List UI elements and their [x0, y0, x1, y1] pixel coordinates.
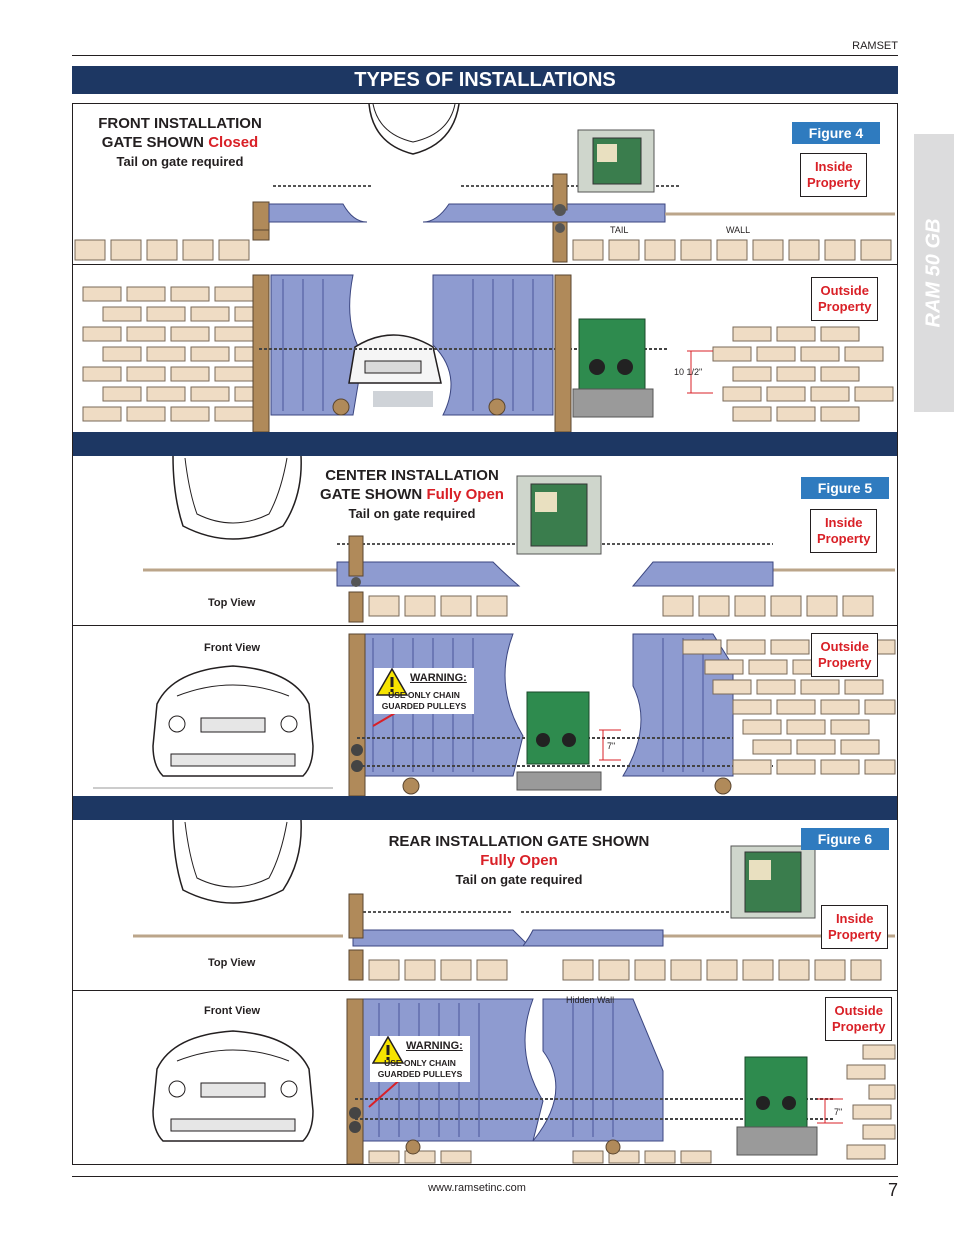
figure6-inside-line2: Property: [828, 927, 882, 942]
figure6-hidden-wall-label: Hidden Wall: [566, 995, 615, 1005]
figure4-caption-line2: GATE SHOWN Closed: [80, 133, 280, 152]
figure4-caption-prefix: GATE SHOWN: [101, 134, 205, 151]
figure5-measure: 7": [607, 741, 616, 751]
figure6-caption-sub: Tail on gate required: [455, 872, 583, 887]
footer-rule: [72, 1176, 898, 1177]
figure5-inside-line1: Inside: [824, 515, 863, 530]
figure5-caption-sub: Tail on gate required: [348, 506, 476, 521]
figure4-top-view-illustration: [74, 104, 895, 263]
figure5-caption-prefix: GATE SHOWN: [320, 486, 423, 503]
header-rule: [72, 55, 898, 56]
figure5-caption-line1: CENTER INSTALLATION: [325, 467, 499, 484]
figure4-caption: FRONT INSTALLATION GATE SHOWN Closed Tai…: [80, 114, 280, 171]
figure5-outside-property: Outside Property: [811, 633, 879, 677]
section-band-1: [73, 432, 897, 456]
figure4-caption-sub: Tail on gate required: [116, 154, 244, 169]
figure4-measure: 10 1/2": [674, 367, 703, 377]
figure4-outside-line1: Outside: [820, 283, 869, 298]
figure5-top-view-label: Top View: [208, 597, 256, 609]
figure4-caption-line1: FRONT INSTALLATION: [98, 115, 262, 132]
figure6-label: Figure 6: [801, 828, 889, 850]
figure5-warning-title: WARNING:: [410, 672, 467, 684]
figure5-outside-line1: Outside: [820, 639, 869, 654]
side-tab-label: RAM 50 GB: [922, 218, 945, 328]
figure6-outside-line2: Property: [832, 1019, 886, 1034]
figure6-divider: [73, 990, 897, 991]
figure4-wall-label: WALL: [726, 225, 751, 235]
figure6-front-view-illustration: [152, 998, 896, 1164]
figure6-outside-property: Outside Property: [825, 997, 893, 1041]
figure4-inside-property: Inside Property: [800, 153, 868, 197]
figure6-front-view-label: Front View: [204, 1005, 261, 1017]
figure4-tail-label: TAIL: [610, 225, 629, 235]
figure6-outside-line1: Outside: [834, 1003, 883, 1018]
figure6-inside-line1: Inside: [835, 911, 874, 926]
figure5-caption-state: Fully Open: [426, 486, 504, 503]
figure6-caption-line1: REAR INSTALLATION GATE SHOWN: [388, 833, 650, 850]
installations-frame: [72, 103, 898, 1165]
figure5-inside-property: Inside Property: [810, 509, 878, 553]
figure5-caption: CENTER INSTALLATION GATE SHOWN Fully Ope…: [302, 466, 522, 523]
figure5-warning-line1: USE ONLY CHAIN: [388, 690, 460, 700]
side-tab: RAM 50 GB: [914, 134, 954, 412]
brand-name: RAMSET: [852, 40, 898, 52]
figure6-top-view-illustration: [133, 820, 895, 981]
figure5-caption-line2: GATE SHOWN Fully Open: [302, 485, 522, 504]
section-band-2: [73, 796, 897, 820]
figure5-label: Figure 5: [801, 477, 889, 499]
figure4-inside-line2: Property: [807, 175, 861, 190]
figure6-warning-title: WARNING:: [406, 1040, 463, 1052]
warning-icon: [372, 1036, 404, 1064]
figure4-outside-line2: Property: [818, 299, 872, 314]
figure5-front-view-label: Front View: [204, 642, 261, 654]
figure6-inside-property: Inside Property: [821, 905, 889, 949]
figure5-divider: [73, 625, 897, 626]
figure4-inside-line1: Inside: [814, 159, 853, 174]
figure5-inside-line2: Property: [817, 531, 871, 546]
figure6-top-view-label: Top View: [208, 957, 256, 969]
figure4-label: Figure 4: [792, 122, 880, 144]
figure5-warning-line2: GUARDED PULLEYS: [381, 701, 467, 711]
warning-icon: [376, 668, 408, 696]
figure6-caption-state: Fully Open: [480, 852, 558, 869]
figure4-front-view-illustration: [82, 274, 894, 432]
figure5-outside-line2: Property: [818, 655, 872, 670]
figure4-outside-property: Outside Property: [811, 277, 879, 321]
figure6-warning-line1: USE ONLY CHAIN: [384, 1058, 456, 1068]
page-title: TYPES OF INSTALLATIONS: [72, 66, 898, 94]
figure5-top-view-illustration: [143, 456, 895, 623]
figure4-caption-state: Closed: [208, 134, 259, 151]
figure6-measure: 7": [834, 1107, 843, 1117]
figure6-caption: REAR INSTALLATION GATE SHOWN Fully Open …: [376, 832, 662, 889]
page-number: 7: [887, 1180, 898, 1200]
figure4-divider: [73, 264, 897, 265]
figure5-front-view-illustration: [93, 633, 896, 796]
figure6-warning-line2: GUARDED PULLEYS: [377, 1069, 463, 1079]
footer-url[interactable]: www.ramsetinc.com: [428, 1182, 526, 1194]
